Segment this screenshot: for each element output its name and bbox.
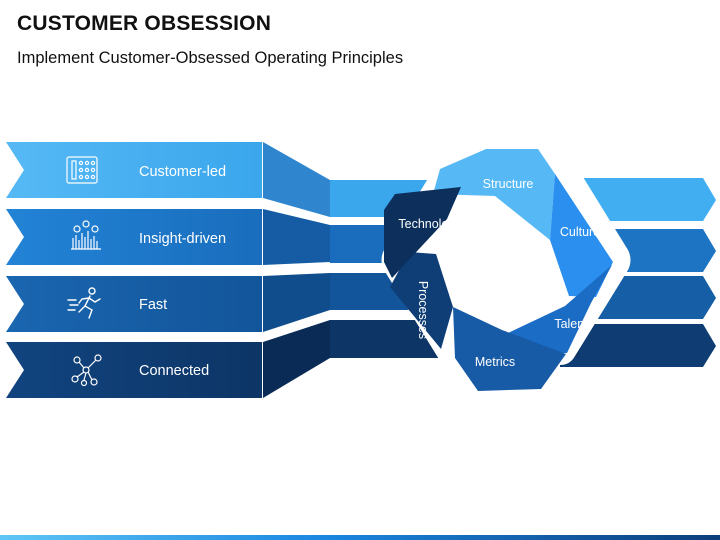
bar-chart-icon: [71, 220, 101, 250]
row-4-connector: [263, 320, 330, 398]
network-icon: [71, 354, 102, 387]
segment-label-metrics: Metrics: [475, 355, 515, 369]
row-3-connector: [263, 273, 330, 332]
running-man-icon: [67, 287, 101, 319]
row-label-connected: Connected: [139, 363, 209, 379]
segment-processes: [390, 252, 453, 349]
page-title: CUSTOMER OBSESSION: [17, 12, 272, 35]
page-subtitle: Implement Customer-Obsessed Operating Pr…: [17, 49, 404, 67]
segment-metrics: [453, 307, 566, 391]
row-1-connector: [263, 142, 330, 217]
row-3-chevron: [6, 276, 262, 332]
row-4-chevron: [6, 342, 262, 398]
segment-culture: [550, 174, 613, 297]
segment-talent: [508, 265, 612, 353]
segment-technology: [384, 187, 461, 278]
row-label-insight-driven: Insight-driven: [139, 231, 226, 247]
row-2-chevron: [6, 209, 262, 265]
row-2-connector: [263, 209, 330, 265]
segment-label-technology: Technology: [398, 217, 462, 231]
row-label-fast: Fast: [139, 297, 167, 313]
segment-label-talent: Talent: [554, 317, 588, 331]
segment-label-structure: Structure: [483, 177, 534, 191]
cycle-hexagon: Structure Culture Talent Metrics Process…: [381, 149, 631, 391]
row-label-customer-led: Customer-led: [139, 164, 226, 180]
segment-structure: [433, 149, 555, 240]
segment-label-culture: Culture: [560, 225, 600, 239]
segment-label-processes: Processes: [416, 281, 430, 339]
right-arrow-4: [560, 324, 716, 367]
row-1-chevron: [6, 142, 262, 198]
footer-accent-bar: [0, 535, 720, 540]
calculator-icon: [66, 156, 98, 184]
